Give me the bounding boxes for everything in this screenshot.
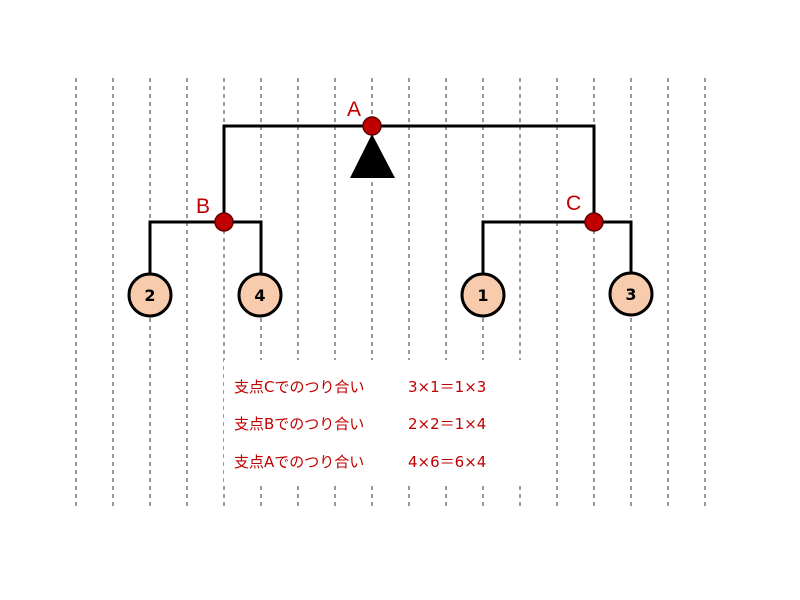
pivot-b-label: B bbox=[196, 195, 210, 218]
weight-left-inner-label: 4 bbox=[254, 286, 265, 305]
weight-left-outer: 2 bbox=[127, 272, 173, 318]
weight-right-inner-circle bbox=[460, 272, 506, 318]
equation-b-label: 支点Bでのつり合い bbox=[234, 415, 364, 433]
equation-panel bbox=[224, 360, 524, 485]
pivot-c bbox=[584, 212, 604, 232]
weight-left-inner: 4 bbox=[237, 272, 283, 318]
weight-right-outer-label: 3 bbox=[625, 285, 636, 304]
equation-a-formula: 4×6＝6×4 bbox=[408, 453, 486, 471]
beams bbox=[148, 124, 633, 274]
top-beam bbox=[222, 124, 596, 222]
weight-right-inner: 1 bbox=[460, 272, 506, 318]
equation-c-label: 支点Cでのつり合い bbox=[234, 378, 364, 396]
pivot-b bbox=[214, 212, 234, 232]
pivot-a-label: A bbox=[347, 98, 361, 121]
fulcrum-triangle bbox=[350, 134, 395, 178]
equation-list: 支点Cでのつり合い 3×1＝1×3 支点Bでのつり合い 2×2＝1×4 支点Aで… bbox=[234, 378, 486, 471]
weight-right-outer-circle bbox=[608, 271, 654, 317]
pivot-a bbox=[362, 116, 382, 136]
weight-left-outer-label: 2 bbox=[144, 286, 155, 305]
equation-c-formula: 3×1＝1×3 bbox=[408, 378, 486, 396]
right-beam bbox=[481, 220, 633, 274]
weight-left-outer-circle bbox=[127, 272, 173, 318]
pivot-c-label: C bbox=[566, 192, 581, 215]
equation-b-formula: 2×2＝1×4 bbox=[408, 415, 486, 433]
weight-left-inner-circle bbox=[237, 272, 283, 318]
weight-right-inner-label: 1 bbox=[477, 286, 488, 305]
weight-right-outer: 3 bbox=[608, 271, 654, 317]
equation-a-label: 支点Aでのつり合い bbox=[234, 453, 364, 471]
left-beam bbox=[148, 220, 263, 274]
